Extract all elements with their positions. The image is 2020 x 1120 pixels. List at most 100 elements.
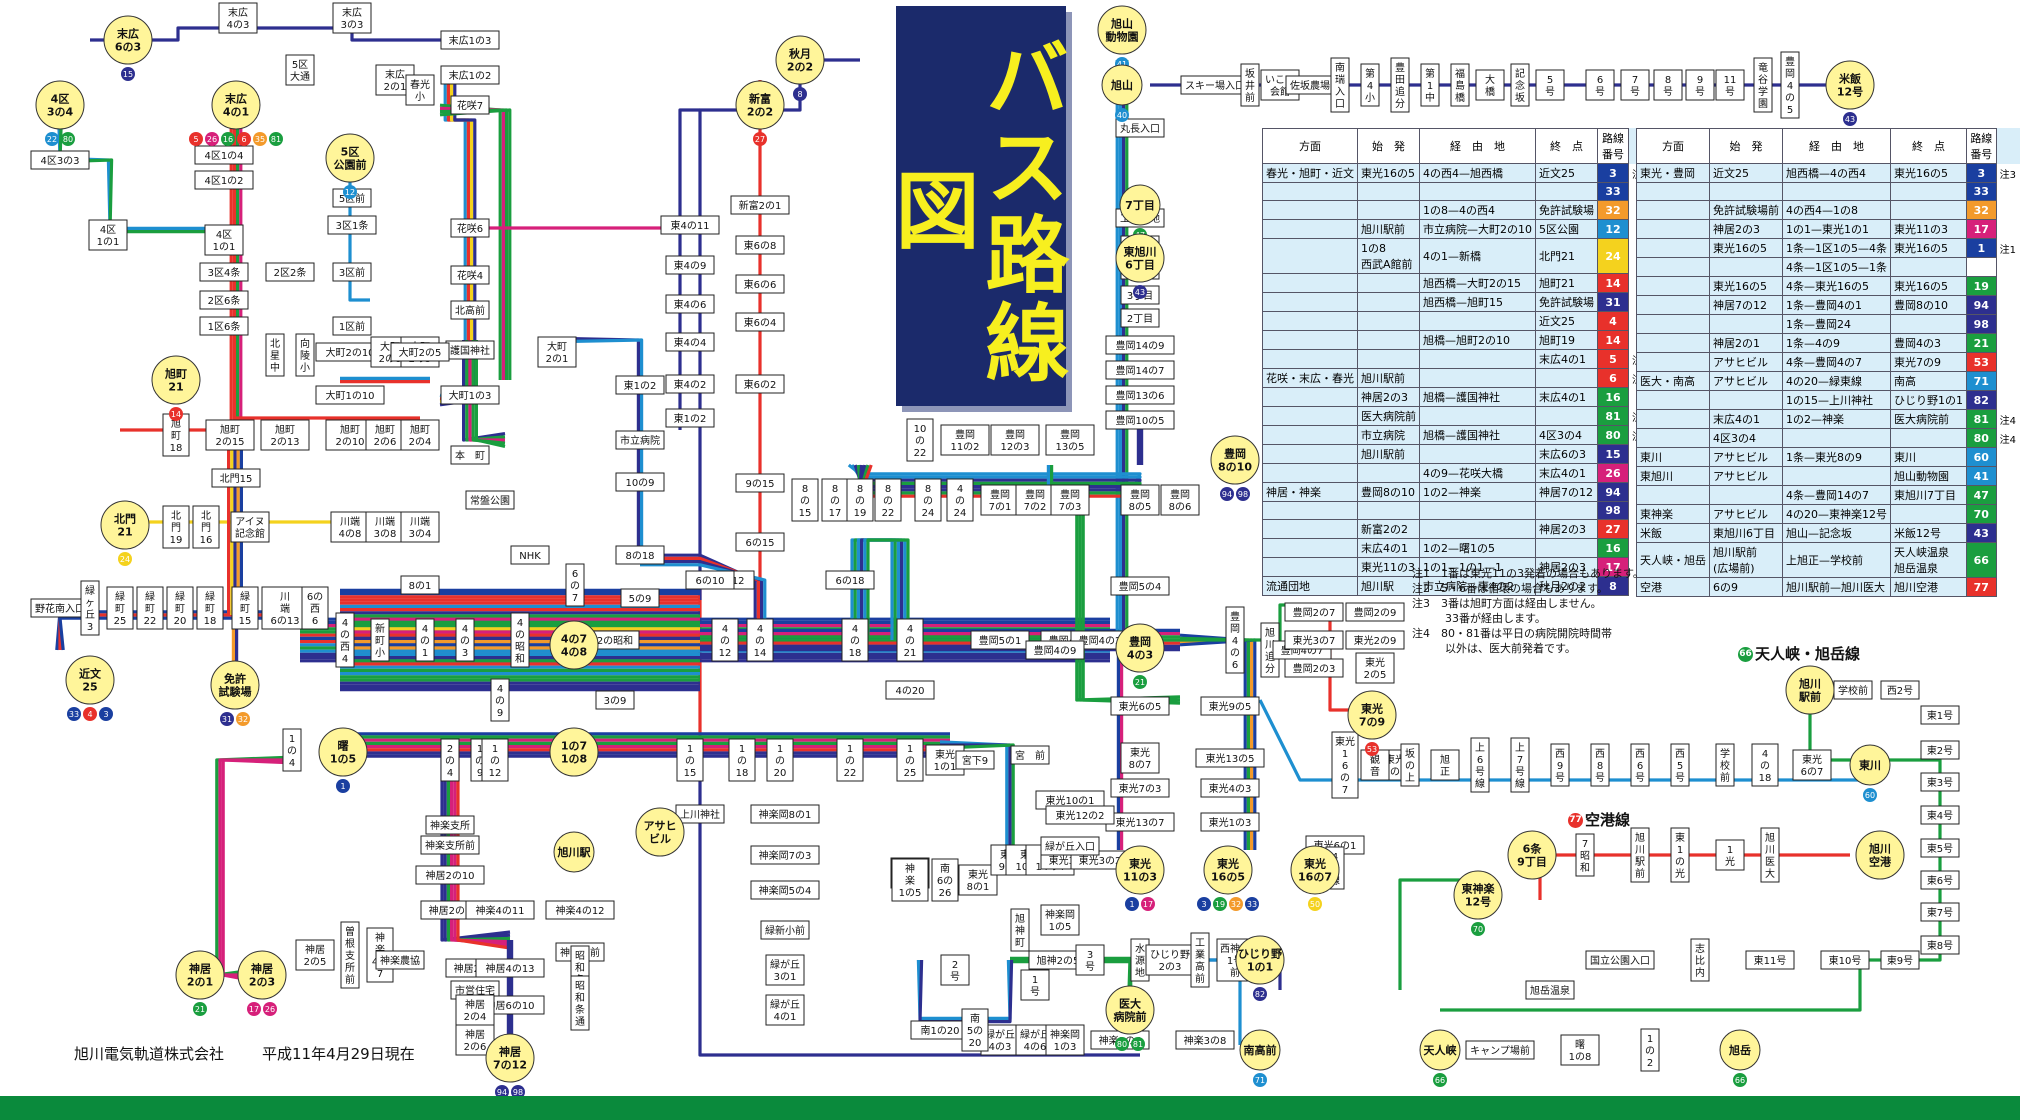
start-cell <box>1709 257 1783 277</box>
svg-text:豊岡: 豊岡 <box>955 428 975 441</box>
svg-text:2の10: 2の10 <box>335 437 364 448</box>
area-cell: 米飯 <box>1636 523 1710 543</box>
svg-text:旭川: 旭川 <box>1868 842 1891 856</box>
svg-text:1の1: 1の1 <box>213 242 236 253</box>
svg-text:豊: 豊 <box>1395 61 1405 74</box>
svg-text:4の1: 4の1 <box>774 1012 797 1023</box>
svg-text:町: 町 <box>375 636 385 647</box>
stop-box: 第4小 <box>1360 63 1380 107</box>
svg-text:緑: 緑 <box>85 584 95 597</box>
svg-text:の: の <box>1645 1046 1655 1057</box>
route-badge: 32 <box>236 712 250 726</box>
route-badge: 26 <box>263 1002 277 1016</box>
svg-text:11の2: 11の2 <box>950 442 979 453</box>
svg-text:東光: 東光 <box>1361 702 1383 716</box>
svg-text:川: 川 <box>1635 845 1645 856</box>
svg-text:の: の <box>460 636 470 647</box>
via-cell: 旭橋—護国神社 <box>1419 387 1536 407</box>
stop-box: 旭正 <box>1430 749 1460 781</box>
svg-text:4の6: 4の6 <box>1024 1042 1047 1053</box>
stop-box: 大町2の1 <box>537 336 577 368</box>
svg-text:緑が丘: 緑が丘 <box>985 1028 1015 1041</box>
svg-text:豊: 豊 <box>1230 610 1240 623</box>
route-badge: 3 <box>1197 897 1211 911</box>
svg-text:病院前: 病院前 <box>1114 1010 1147 1024</box>
svg-text:大: 大 <box>1485 73 1495 86</box>
route-badge: 80 <box>61 132 75 146</box>
route-badge: 43 <box>1133 285 1147 299</box>
start-cell: 豊岡8の10 <box>1357 482 1420 502</box>
stop-box: 東光1の1 <box>925 744 965 776</box>
route-line-60 <box>1258 699 1880 782</box>
svg-text:陵: 陵 <box>300 350 310 362</box>
svg-text:緑: 緑 <box>175 590 185 603</box>
svg-text:66: 66 <box>1735 1076 1745 1085</box>
via-cell <box>1419 182 1536 201</box>
svg-text:川端: 川端 <box>340 515 360 528</box>
svg-text:佐坂農場: 佐坂農場 <box>1290 79 1330 92</box>
svg-text:内: 内 <box>1695 966 1705 979</box>
via-cell: 1の8—4の西4 <box>1419 200 1536 220</box>
route-line-80 <box>471 340 506 445</box>
stop-box: 5号 <box>1535 69 1565 101</box>
via-cell: 1条—4の9 <box>1782 333 1891 353</box>
svg-text:南: 南 <box>1335 61 1345 74</box>
route-badge: 33 <box>67 707 81 721</box>
via-cell: 1の15—上川神社 <box>1782 390 1891 410</box>
stop-box: 東10号 <box>1820 950 1870 970</box>
svg-text:2の3: 2の3 <box>249 976 275 989</box>
area-cell <box>1636 200 1710 220</box>
stop-box: 丸長入口 <box>1115 118 1165 138</box>
svg-text:神楽4の12: 神楽4の12 <box>555 904 604 917</box>
svg-text:4: 4 <box>1762 749 1768 760</box>
svg-text:1: 1 <box>340 782 345 791</box>
svg-text:末広: 末広 <box>116 27 139 41</box>
stop-box: 旭川駅前 <box>1630 827 1650 883</box>
svg-text:12号: 12号 <box>1837 86 1863 99</box>
end-cell: 東光16の5 <box>1890 276 1967 296</box>
svg-text:9丁目: 9丁目 <box>1517 856 1547 869</box>
note-cell <box>1996 257 2020 277</box>
stop-box: 2丁目 <box>1120 308 1160 328</box>
svg-text:第: 第 <box>1365 67 1375 80</box>
route-badge: 1 <box>1125 897 1139 911</box>
start-cell: 旭川駅前 (広場前) <box>1709 542 1783 578</box>
svg-text:旭: 旭 <box>171 418 181 430</box>
svg-text:の: の <box>685 756 695 767</box>
svg-text:東神楽: 東神楽 <box>1462 882 1496 896</box>
stop-box: 6の15 <box>735 532 785 552</box>
svg-text:25: 25 <box>82 681 97 694</box>
stop-box: 東6の8 <box>735 235 785 255</box>
svg-text:旭川駅: 旭川駅 <box>557 845 591 859</box>
svg-text:線: 線 <box>1475 777 1485 790</box>
start-cell <box>1709 390 1783 410</box>
svg-text:東7号: 東7号 <box>1927 906 1953 919</box>
start-cell: 旭川駅前 <box>1357 368 1420 388</box>
svg-text:22: 22 <box>882 508 895 519</box>
svg-text:43: 43 <box>1845 115 1855 124</box>
route-badge: 60 <box>1863 788 1877 802</box>
svg-text:学校前: 学校前 <box>1838 684 1868 697</box>
svg-text:号: 号 <box>1475 766 1485 778</box>
route-badge: 43 <box>1843 112 1857 126</box>
svg-text:東光: 東光 <box>968 868 988 881</box>
